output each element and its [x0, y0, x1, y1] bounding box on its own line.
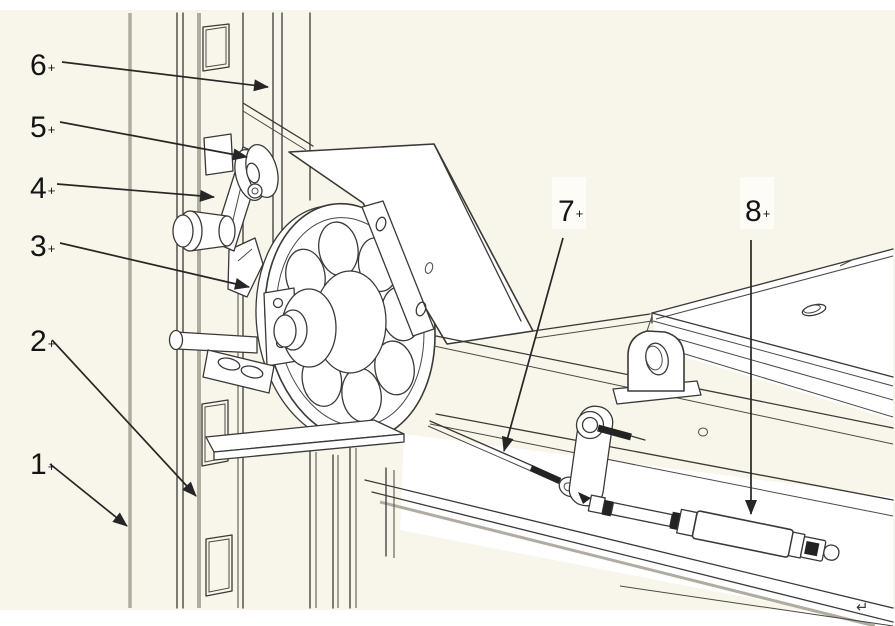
callout-label-2: 2+: [30, 325, 55, 358]
platform: [532, 248, 894, 437]
clevis-mount: [612, 315, 702, 405]
callout-label-6: 6+: [30, 49, 55, 82]
callout-label-3: 3+: [30, 230, 55, 263]
column-slot-bottom: [205, 534, 233, 597]
callout-label-5: 5+: [30, 111, 55, 144]
top-diagonal-cable: [242, 102, 314, 147]
latch-roller: [203, 133, 279, 202]
callout-arrow-6: [61, 61, 269, 92]
anchor-bolt: [597, 424, 632, 441]
label-8-halo: [740, 177, 774, 229]
carriage-rod-and-bar: [168, 329, 275, 394]
paragraph-return-mark: ↵: [856, 598, 869, 616]
callout-label-8: 8+: [745, 195, 770, 228]
callout-label-4: 4+: [30, 172, 55, 205]
callout-arrow-5: [59, 121, 248, 161]
column-slot-top: [202, 23, 230, 72]
callout-arrow-3: [59, 242, 250, 290]
callout-arrow-7: [501, 237, 564, 452]
cover-mount-strip: [361, 200, 435, 337]
platform-small-hole: [698, 427, 708, 437]
callout-label-1: 1+: [30, 448, 55, 481]
cover-plate: [288, 143, 534, 345]
callout-label-7: 7+: [558, 195, 583, 228]
callout-arrows: [49, 61, 757, 527]
callout-arrow-4: [56, 183, 215, 202]
sheave-hub: [273, 270, 387, 374]
lift-column: [128, 12, 357, 609]
hydraulic-cylinder: [587, 494, 840, 562]
callout-arrow-2: [51, 339, 197, 497]
anchor-bracket: [568, 405, 646, 507]
latch-pin: [172, 210, 236, 252]
callout-labels: 6+ 5+ 4+ 3+ 2+ 1+ 7+ 8+: [30, 49, 774, 481]
label-7-halo: [552, 177, 586, 229]
callout-arrow-1: [49, 463, 128, 527]
